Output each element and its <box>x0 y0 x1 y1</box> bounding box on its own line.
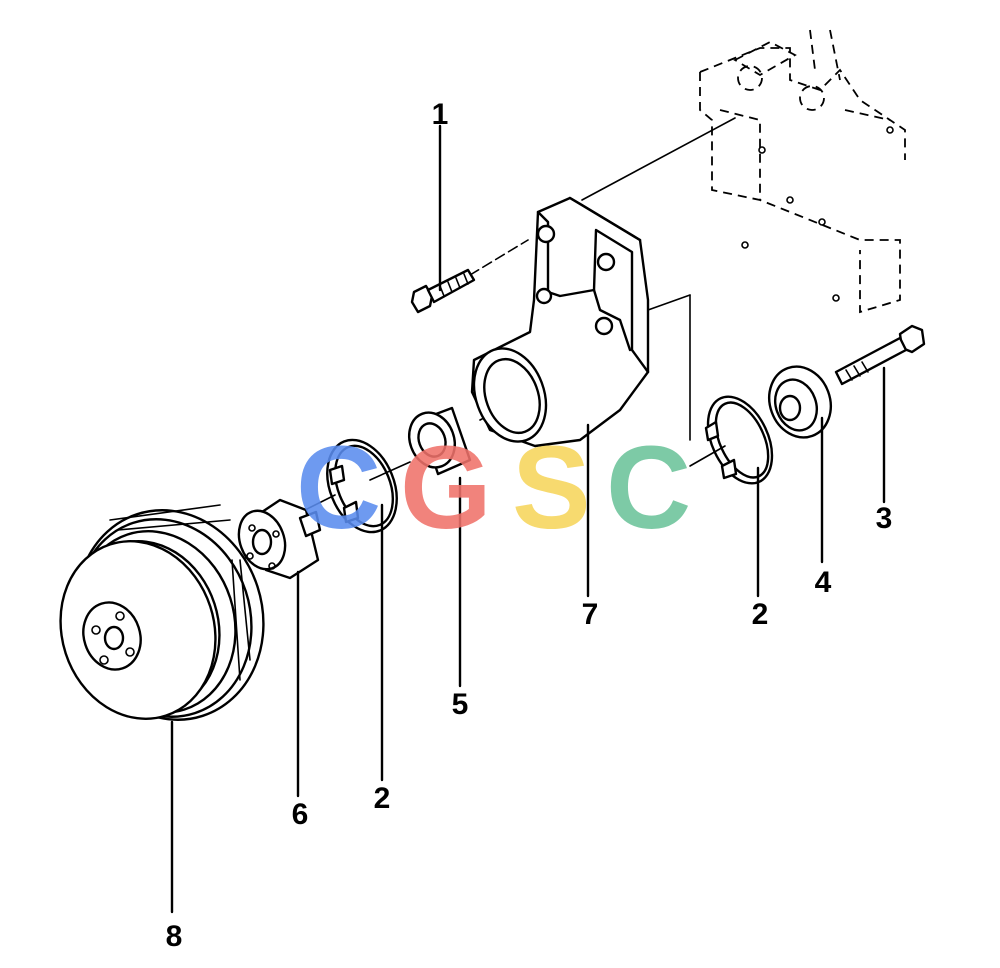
grooved-pulley-part-8 <box>59 504 265 721</box>
callout-5: 5 <box>452 688 469 721</box>
engine-block-outline <box>699 29 906 314</box>
callout-2-right: 2 <box>752 598 769 631</box>
callout-2-left: 2 <box>374 782 391 815</box>
callout-7: 7 <box>582 598 599 631</box>
callout-labels: 1 2 2 3 4 5 6 7 8 <box>166 98 893 953</box>
flange-bolt-part-1 <box>410 268 476 314</box>
snap-ring-left-part-2 <box>326 438 398 534</box>
callout-3: 3 <box>876 502 893 535</box>
pulley-bracket-part-7 <box>470 196 650 448</box>
pulley-hub-part-6 <box>237 498 322 580</box>
watermark-letter-c: C <box>296 422 381 554</box>
callout-4: 4 <box>815 566 832 599</box>
bushing-part-5 <box>408 406 472 476</box>
idler-pulley-part-4 <box>768 365 832 439</box>
watermark: C G S C <box>296 422 691 554</box>
snap-ring-right-part-2 <box>704 395 774 485</box>
long-bolt-part-3 <box>834 324 926 386</box>
callout-1: 1 <box>432 98 449 131</box>
watermark-letter-c: C <box>606 422 691 554</box>
leader-lines <box>170 124 886 914</box>
watermark-letter-s: S <box>512 422 591 554</box>
watermark-letter-g: G <box>400 422 492 554</box>
callout-8: 8 <box>166 920 183 953</box>
callout-6: 6 <box>292 798 309 831</box>
